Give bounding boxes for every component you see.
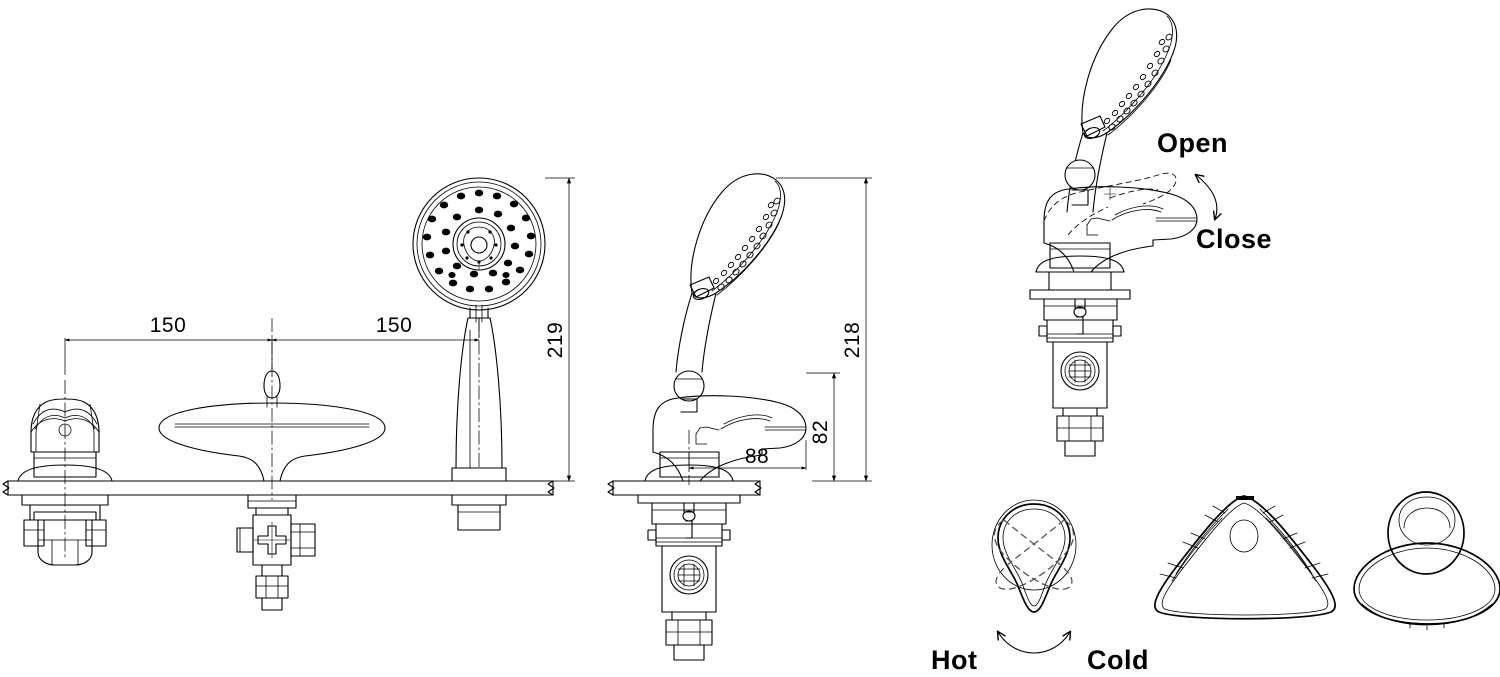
dimension-219: 219 [544, 322, 567, 359]
dimension-88: 88 [745, 445, 769, 468]
dimension-218: 218 [841, 322, 864, 359]
cross-emblem [253, 521, 291, 559]
handshower-detail [1064, 8, 1178, 213]
index-hole [1229, 519, 1259, 553]
close-label: Close [1196, 224, 1272, 254]
open-close-rotation-arrow [1194, 173, 1222, 221]
hot-cold-rotation-arrow [996, 630, 1072, 654]
dimension-group-side: 218 82 88 [688, 177, 872, 482]
cold-label: Cold [1087, 645, 1149, 675]
spout-front [158, 370, 386, 611]
view-front-elevation: 150 150 219 [2, 177, 575, 611]
dimension-150-left: 150 [150, 314, 187, 337]
dimension-82: 82 [809, 420, 832, 444]
handshower-front [412, 177, 546, 531]
view-cap-iso [1353, 491, 1500, 631]
handshower-side [673, 173, 786, 413]
hot-label: Hot [931, 645, 977, 675]
cartridge-body-side [637, 494, 741, 661]
view-side-elevation: 218 82 88 [607, 173, 872, 661]
view-operation-detail: Open Close [1029, 8, 1272, 457]
lever-handle-front [17, 398, 113, 566]
dimension-group-front: 150 150 219 [64, 177, 575, 482]
spray-nozzles [422, 189, 536, 293]
view-handle-top: Hot Cold [931, 499, 1149, 675]
dimension-150-right: 150 [376, 314, 413, 337]
view-cap-top [1154, 495, 1336, 620]
cartridge-body-detail [1029, 271, 1131, 457]
open-label: Open [1157, 128, 1228, 158]
